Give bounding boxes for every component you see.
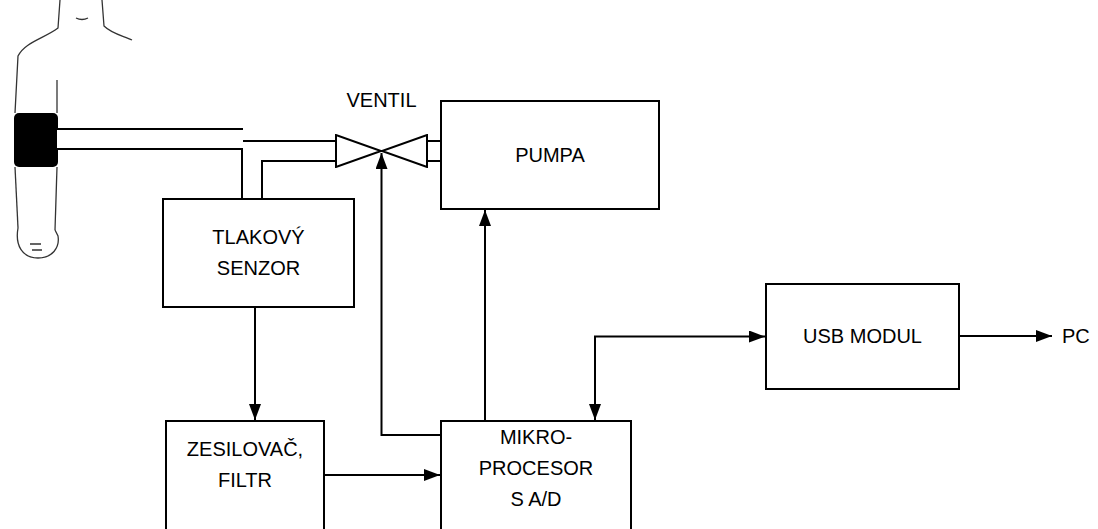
- box-label: TLAKOVÝ SENZOR: [199, 222, 319, 284]
- signal-arrow: [595, 337, 765, 421]
- arm-inner-edge: [56, 80, 57, 113]
- amplifier-filter-box: ZESILOVAČ, FILTR: [165, 420, 325, 529]
- signal-arrow: [382, 153, 441, 435]
- pump-box: PUMPA: [440, 100, 660, 210]
- air-tube-bore: [428, 142, 440, 160]
- air-tube: [428, 140, 440, 162]
- air-tube-bore: [57, 130, 243, 148]
- signal-arrow: [484, 210, 486, 420]
- fist: [17, 228, 58, 258]
- output-arrow: [960, 335, 1052, 337]
- pressure-sensor-box: TLAKOVÝ SENZOR: [162, 198, 355, 308]
- air-tube: [252, 151, 335, 198]
- signal-arrow: [254, 308, 256, 420]
- forearm-outer-edge: [15, 167, 18, 228]
- shoulder-outline: [102, 0, 132, 40]
- finger-lines: [30, 244, 42, 250]
- signal-arrow: [325, 474, 440, 476]
- pressure-cuff: [14, 113, 58, 167]
- box-label: ZESILOVAČ, FILTR: [185, 434, 305, 496]
- forearm-inner-edge: [55, 167, 57, 230]
- valve-outline: [335, 134, 428, 168]
- air-tube-wall: [57, 128, 243, 150]
- air-tube-bore: [252, 151, 335, 198]
- valve-triangles: [336, 135, 427, 167]
- mouth-line: [76, 18, 88, 20]
- microprocessor-box: MIKRO- PROCESOR S A/D: [440, 420, 632, 529]
- box-label: MIKRO- PROCESOR S A/D: [479, 422, 594, 515]
- box-label: VENTIL: [346, 88, 416, 112]
- body-outline: [15, 0, 60, 113]
- output-label: PC: [1062, 324, 1090, 348]
- valve-symbol: VENTIL: [335, 88, 428, 168]
- box-label: USB MODUL: [803, 321, 922, 352]
- box-label: PUMPA: [515, 140, 585, 171]
- usb-module-box: USB MODUL: [765, 283, 960, 390]
